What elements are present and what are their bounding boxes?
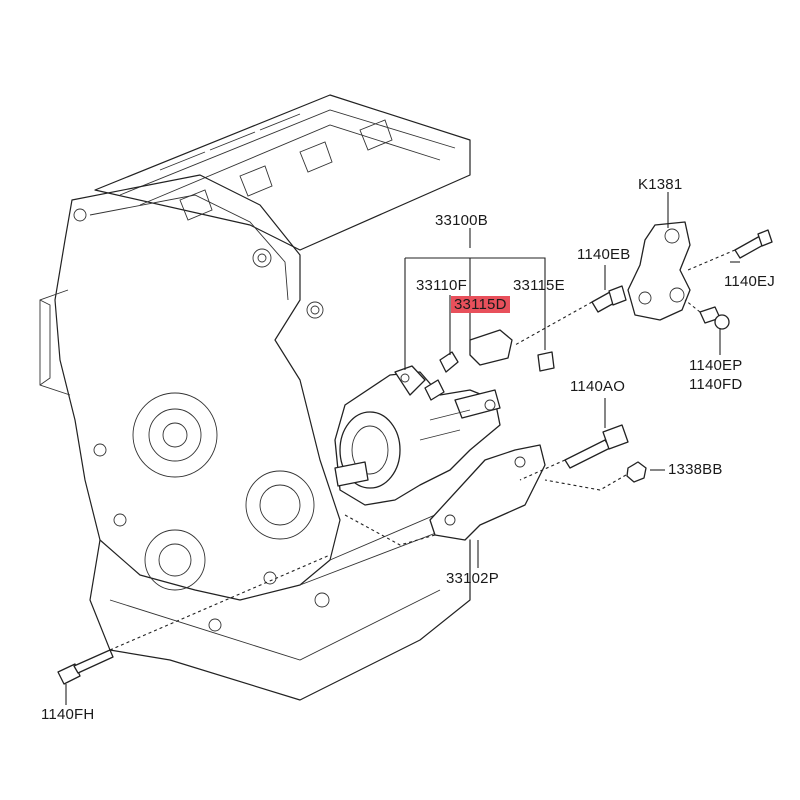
label-1140fh[interactable]: 1140FH bbox=[41, 706, 95, 723]
pin-33115e bbox=[537, 351, 555, 372]
fuel-pump bbox=[334, 365, 501, 506]
label-1140fd[interactable]: 1140FD bbox=[689, 376, 743, 393]
label-1338bb[interactable]: 1338BB bbox=[668, 461, 723, 478]
fitting-33110f bbox=[439, 351, 459, 373]
label-33100b[interactable]: 33100B bbox=[435, 212, 488, 229]
bolt-1140ep bbox=[699, 306, 730, 330]
bolt-1140eb bbox=[591, 285, 627, 313]
label-33102p[interactable]: 33102P bbox=[446, 570, 499, 587]
label-1140eb[interactable]: 1140EB bbox=[577, 246, 631, 263]
nut-1338bb bbox=[626, 461, 647, 483]
bracket-33102p bbox=[429, 444, 546, 541]
bolt-1140ao bbox=[564, 424, 629, 469]
bracket-k1381 bbox=[627, 221, 691, 321]
fitting-33110f-2 bbox=[424, 379, 445, 401]
leader-lines bbox=[65, 192, 740, 705]
label-33115e[interactable]: 33115E bbox=[513, 277, 565, 294]
bolt-1140ej bbox=[734, 229, 773, 259]
label-1140ep[interactable]: 1140EP bbox=[689, 357, 743, 374]
label-1140ao[interactable]: 1140AO bbox=[570, 378, 626, 395]
label-33110f[interactable]: 33110F bbox=[416, 277, 467, 294]
label-1140ej[interactable]: 1140EJ bbox=[724, 273, 775, 290]
bolt-1140fh bbox=[57, 649, 114, 685]
sensor-33115d bbox=[469, 329, 513, 366]
label-33115d-highlighted[interactable]: 33115D bbox=[451, 296, 510, 313]
label-k1381[interactable]: K1381 bbox=[638, 176, 683, 193]
